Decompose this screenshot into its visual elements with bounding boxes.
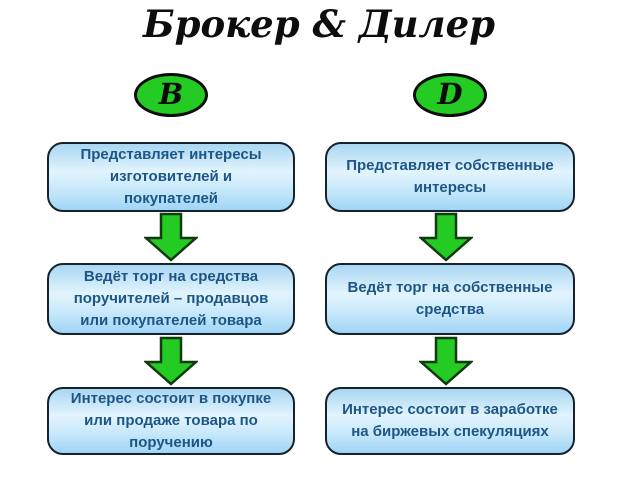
slide-title: Брокер & Дилер xyxy=(142,2,496,46)
broker-box-profit-label: Интерес состоит в покупке или продаже то… xyxy=(70,390,272,451)
broker-box-interests-label: Представляет интересы изготовителей и по… xyxy=(80,146,262,207)
broker-box-trading-label: Ведёт торг на средства поручителей – про… xyxy=(73,268,269,329)
dealer-box-trading-label: Ведёт торг на собственные средства xyxy=(347,279,553,318)
broker-box-trading: Ведёт торг на средства поручителей – про… xyxy=(47,263,295,335)
dealer-box-profit-label: Интерес состоит в заработке на биржевых … xyxy=(342,401,558,440)
broker-letter-badge: B xyxy=(134,73,208,117)
dealer-letter-badge: D xyxy=(413,73,487,117)
broker-box-profit: Интерес состоит в покупке или продаже то… xyxy=(47,387,295,455)
dealer-box-interests: Представляет собственные интересы xyxy=(325,142,575,212)
dealer-box-interests-label: Представляет собственные интересы xyxy=(346,157,554,196)
down-arrow-icon xyxy=(144,336,198,386)
letter-b: B xyxy=(158,77,184,111)
letter-d: D xyxy=(437,77,463,111)
down-arrow-icon xyxy=(144,212,198,262)
dealer-box-profit: Интерес состоит в заработке на биржевых … xyxy=(325,387,575,455)
down-arrow-icon xyxy=(419,336,473,386)
broker-box-interests: Представляет интересы изготовителей и по… xyxy=(47,142,295,212)
down-arrow-icon xyxy=(419,212,473,262)
dealer-box-trading: Ведёт торг на собственные средства xyxy=(325,263,575,335)
